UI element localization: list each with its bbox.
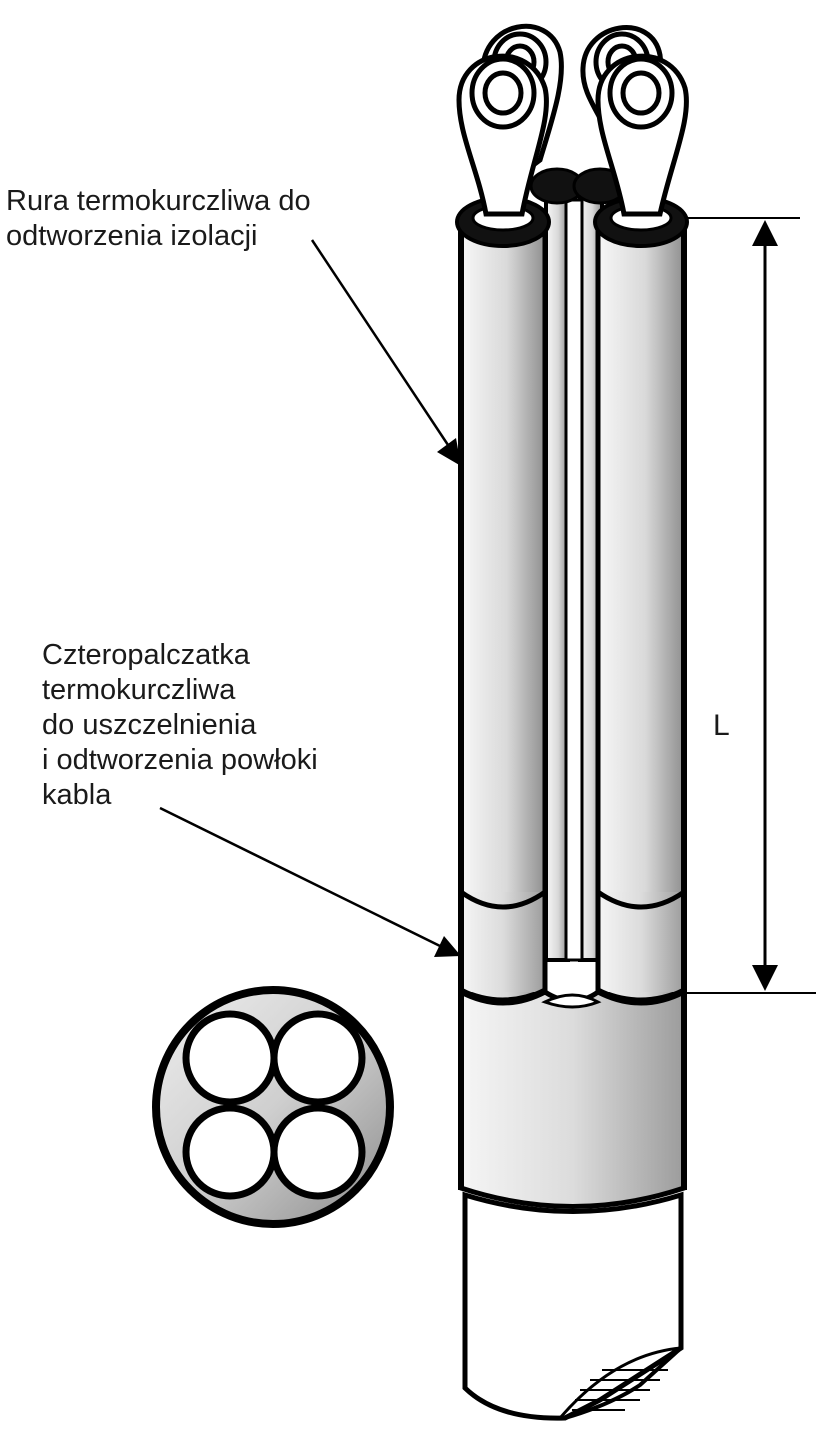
leader-arrow-tube	[310, 239, 461, 466]
label-line: Rura termokurczliwa do	[6, 185, 311, 217]
label-line: Czteropalczatka	[42, 639, 250, 671]
cross-section-icon	[152, 986, 394, 1228]
front-cable-lug-left	[456, 53, 549, 217]
label-line: do uszczelnienia	[42, 709, 257, 741]
front-core-left	[455, 196, 551, 1004]
front-cable-lug-right	[595, 53, 689, 217]
label-line: kabla	[42, 779, 112, 811]
dimension-line-L	[686, 217, 816, 994]
label-breakout-glove: Czteropalczatka termokurczliwa do uszcze…	[42, 638, 318, 813]
label-line: i odtworzenia powłoki	[42, 744, 318, 776]
cable-jacket-end	[462, 1191, 684, 1421]
label-line: termokurczliwa	[42, 674, 236, 706]
front-core-right	[593, 196, 689, 1004]
leader-arrow-glove	[159, 806, 461, 957]
label-heat-shrink-tube: Rura termokurczliwa do odtworzenia izola…	[6, 184, 311, 254]
breakout-glove-body	[458, 987, 687, 1209]
label-line: odtworzenia izolacji	[6, 220, 258, 252]
dimension-label-L: L	[713, 709, 730, 742]
